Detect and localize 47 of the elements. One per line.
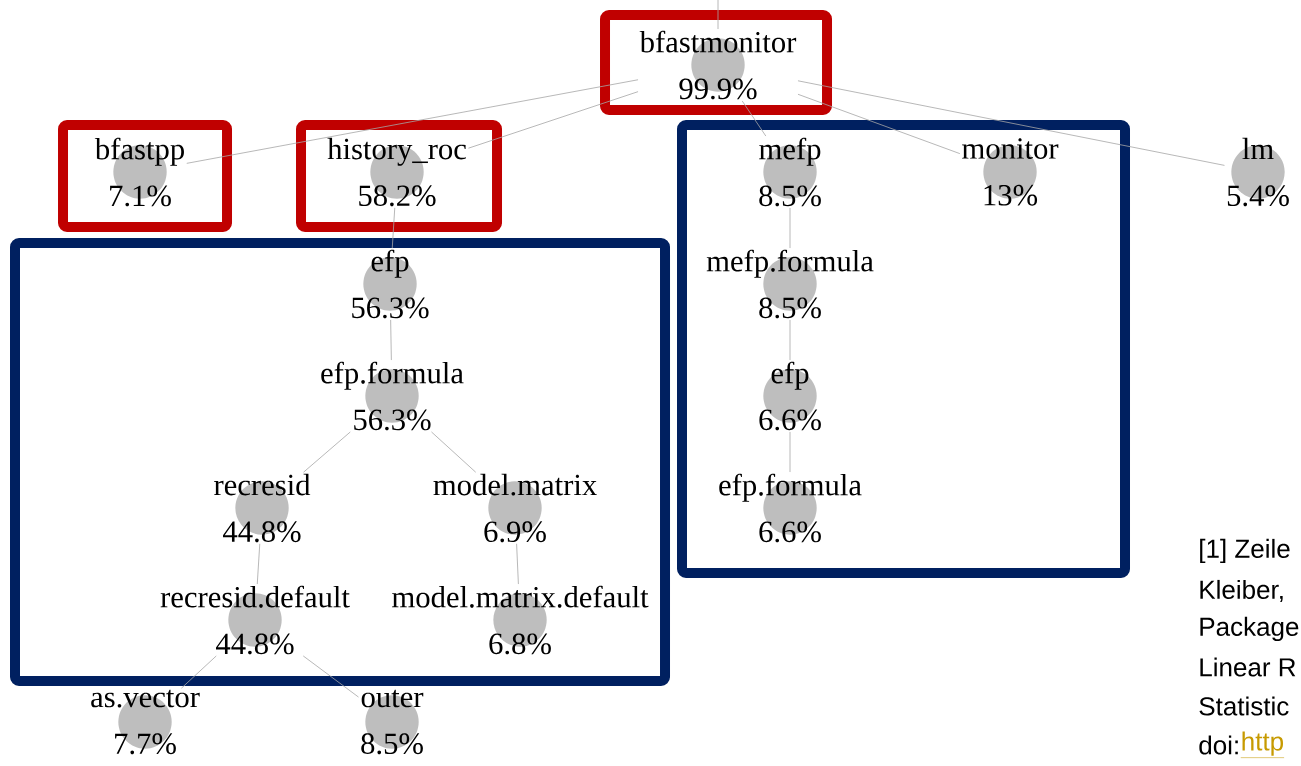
call-node: model.matrix.default 6.8% [392,585,649,655]
call-node: recresid.default 44.8% [160,585,350,655]
reference-text: doi: [1199,735,1238,755]
highlight-box [58,120,232,232]
connector-line [186,79,639,164]
reference-text: Statistic [1199,696,1289,716]
connector-line [303,431,351,473]
call-node: bfastpp 7.1% [94,137,184,207]
call-node: efp.formula 6.6% [719,473,862,543]
connector-line [789,319,791,361]
highlight-box [677,120,1130,578]
node-label: recresid.default [160,585,350,608]
call-node: lm 5.4% [1227,137,1289,207]
connector-line [797,80,1225,166]
call-node: mefp.formula 8.5% [706,249,874,319]
call-node: efp 6.6% [759,361,821,431]
connector-line [789,431,791,473]
link: http [1240,731,1285,758]
highlight-box [10,238,670,686]
connector-line [256,543,261,585]
connector-line [797,93,961,155]
node-label: model.matrix.default [392,585,649,608]
call-node: as.vector 7.7% [91,689,200,755]
connector-line [468,91,639,149]
call-node: mefp 8.5% [759,137,821,207]
connector-line [717,0,719,30]
reference-text: Kleiber, [1200,579,1283,603]
reference-text: [1] Zeile [1200,538,1290,564]
connector-line [181,655,217,689]
connector-line [391,207,396,249]
connector-line [431,431,477,473]
connector-line [789,207,791,249]
connector-line [516,543,519,585]
call-node: efp 56.3% [352,249,429,319]
reference-text: Package [1200,616,1299,642]
connector-line [390,319,392,361]
connector-line [741,100,767,137]
call-node: model.matrix 6.9% [433,473,597,543]
call-node: recresid 44.8% [214,473,311,543]
call-node: history_roc 58.2% [327,137,466,207]
call-node: efp.formula 56.3% [321,361,464,431]
highlight-box [296,120,502,232]
call-node: outer 8.5% [361,689,424,755]
highlight-box [600,10,832,115]
connector-line [302,655,359,698]
call-node: monitor 13% [962,138,1059,206]
reference-text: Linear R [1200,657,1296,677]
